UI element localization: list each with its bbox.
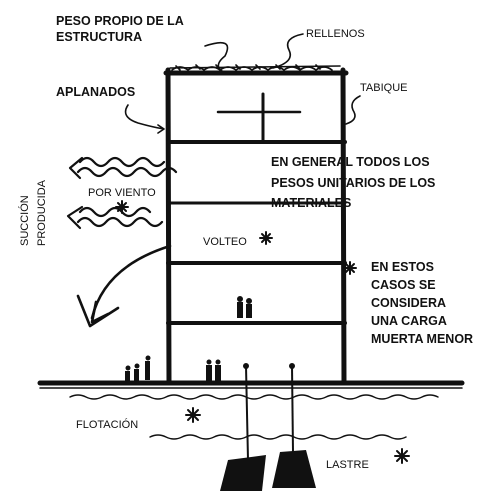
label-aplanados: APLANADOS — [56, 85, 135, 99]
ballast-block-right — [272, 450, 316, 488]
wind-arrow-upper — [68, 156, 178, 180]
label-estos-1: EN ESTOS — [371, 260, 434, 274]
building-frame — [163, 67, 349, 385]
label-general-3: MATERIALES — [271, 196, 351, 210]
ballast-anchors — [220, 363, 316, 491]
label-volteo: VOLTEO — [203, 236, 247, 248]
roof-fill — [169, 64, 341, 71]
human-figures-inside — [237, 296, 252, 318]
label-succion: SUCCIÓN — [18, 195, 31, 246]
label-rellenos: RELLENOS — [306, 28, 365, 40]
leader-lines — [124, 33, 361, 134]
water-waves — [69, 394, 439, 440]
left-column — [165, 67, 172, 385]
wind-arrow-lower — [66, 205, 164, 230]
asterisk-icon — [185, 407, 201, 423]
label-lastre: LASTRE — [326, 459, 369, 471]
label-general-1: EN GENERAL TODOS LOS — [271, 155, 430, 169]
leader-rellenos — [272, 33, 304, 69]
label-flotacion: FLOTACIÓN — [76, 418, 138, 431]
asterisk-icon — [394, 448, 410, 464]
label-producida: PRODUCIDA — [36, 179, 48, 246]
label-tabique: TABIQUE — [360, 82, 407, 94]
right-column — [340, 67, 347, 385]
asterisk-marks — [115, 200, 410, 464]
label-por-viento: POR VIENTO — [88, 187, 156, 199]
label-peso-propio-2: ESTRUCTURA — [56, 30, 142, 44]
label-estos-2: CASOS SE — [371, 278, 436, 292]
leader-peso-propio — [204, 41, 230, 75]
leader-aplanados — [124, 104, 165, 134]
label-estos-4: UNA CARGA — [371, 314, 447, 328]
label-estos-3: CONSIDERA — [371, 296, 446, 310]
label-estos-5: MUERTA MENOR — [371, 332, 473, 346]
asterisk-icon — [115, 200, 129, 214]
label-general-2: PESOS UNITARIOS DE LOS — [271, 176, 435, 190]
asterisk-icon — [343, 261, 357, 275]
human-figures-ground — [125, 355, 221, 381]
leader-tabique — [345, 95, 361, 125]
asterisk-icon — [259, 231, 273, 245]
ground-line — [37, 380, 465, 389]
label-peso-propio-1: PESO PROPIO DE LA — [56, 14, 184, 28]
ballast-block-left — [220, 455, 266, 491]
overturning-arrow — [76, 244, 172, 328]
